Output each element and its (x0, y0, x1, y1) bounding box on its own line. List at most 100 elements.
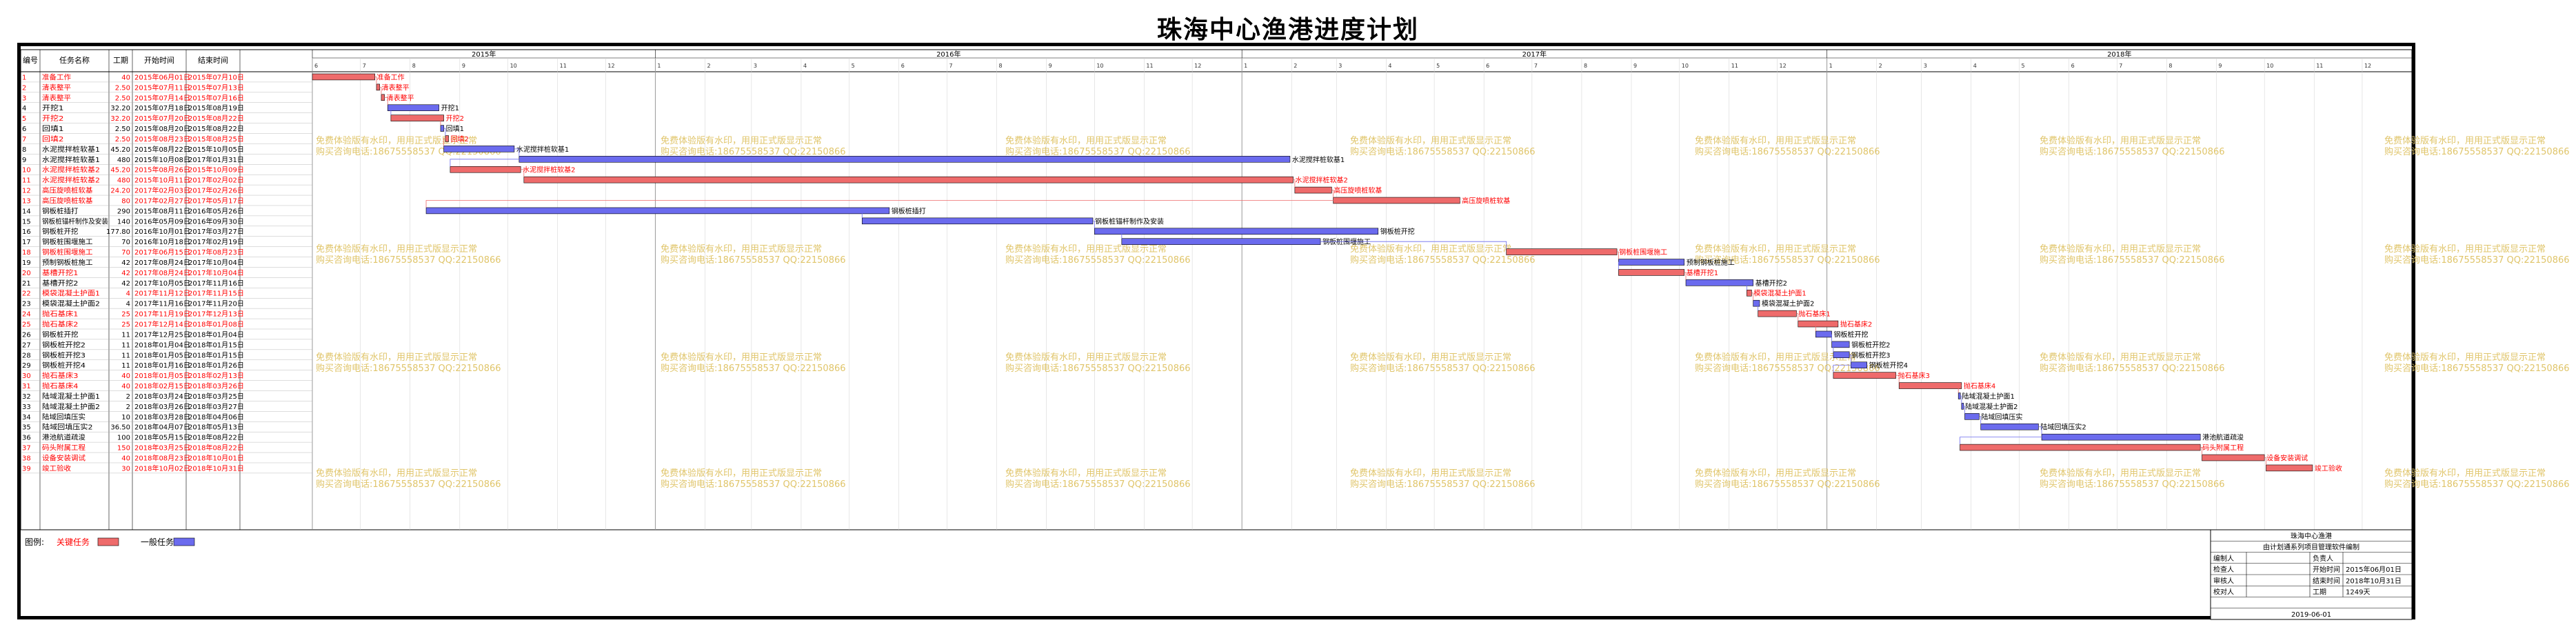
cell-end: 2018年01月15日 (188, 350, 244, 359)
cell-duration: 36.50 (110, 424, 130, 432)
cell-duration: 10 (121, 414, 130, 421)
cell-duration: 480 (117, 157, 130, 164)
watermark-text: 购买咨询电话:18675558537 QQ:22150866 (2040, 146, 2225, 157)
cell-id: 36 (22, 435, 31, 442)
cell-id: 29 (22, 362, 31, 370)
critical-task-bar (2266, 464, 2313, 472)
cell-id: 8 (22, 146, 26, 154)
dependency-arrow (861, 210, 889, 218)
cell-end: 2018年08月22日 (188, 433, 244, 442)
legend: 图例:关键任务一般任务 (25, 537, 195, 547)
cell-start: 2015年08月22日 (134, 145, 190, 154)
cell-id: 30 (22, 372, 31, 380)
bar-label: 钢板桩开挖3 (1851, 350, 1890, 359)
watermark-text: 购买咨询电话:18675558537 QQ:22150866 (1005, 255, 1191, 266)
watermark-text: 购买咨询电话:18675558537 QQ:22150866 (1350, 363, 1536, 374)
watermark-text: 免费体验版有水印，用用正式版显示正常 (1695, 135, 1856, 146)
cell-name: 钢板桩围堰施工 (42, 237, 93, 246)
info-cell: 1249天 (2346, 589, 2370, 597)
cell-end: 2015年08月19日 (188, 103, 244, 112)
cell-start: 2015年08月26日 (134, 166, 190, 175)
cell-duration: 4 (126, 290, 130, 298)
cell-id: 28 (22, 352, 31, 359)
watermark-text: 购买咨询电话:18675558537 QQ:22150866 (316, 479, 501, 490)
month-tick-label: 8 (412, 63, 416, 69)
dependency-arrow (1849, 354, 1851, 362)
cell-end: 2018年10月01日 (188, 453, 244, 462)
cell-id: 18 (22, 249, 31, 257)
column-header-start: 开始时间 (144, 55, 174, 65)
cell-start: 2016年10月01日 (134, 227, 190, 236)
cell-name: 钢板桩围堰施工 (42, 248, 93, 257)
cell-name: 水泥搅拌桩软基1 (42, 145, 100, 154)
watermark-text: 购买咨询电话:18675558537 QQ:22150866 (661, 363, 846, 374)
cell-id: 35 (22, 424, 31, 432)
cell-duration: 45.20 (110, 146, 130, 154)
cell-duration: 42 (121, 270, 130, 277)
cell-start: 2016年05月09日 (134, 217, 190, 226)
watermark-text: 免费体验版有水印，用用正式版显示正常 (1005, 468, 1167, 479)
watermark-text: 购买咨询电话:18675558537 QQ:22150866 (2384, 363, 2570, 374)
watermark-text: 购买咨询电话:18675558537 QQ:22150866 (1005, 363, 1191, 374)
watermark-text: 免费体验版有水印，用用正式版显示正常 (316, 468, 477, 479)
cell-end: 2015年08月25日 (188, 135, 244, 143)
watermark-text: 免费体验版有水印，用用正式版显示正常 (316, 135, 477, 146)
bar-label: 陆域混凝土护面1 (1962, 392, 2015, 401)
watermark-text: 购买咨询电话:18675558537 QQ:22150866 (316, 363, 501, 374)
cell-start: 2018年01月05日 (134, 350, 190, 359)
dependency-arrow (440, 117, 444, 126)
cell-duration: 42 (121, 280, 130, 288)
dependency-arrow (1617, 251, 1619, 259)
bar-label: 钢板桩围堰施工 (1322, 237, 1371, 246)
cell-duration: 2 (126, 393, 130, 401)
cell-name: 钢板桩开挖 (42, 330, 79, 339)
critical-task-bar (1506, 248, 1618, 255)
watermark-text: 免费体验版有水印，用用正式版显示正常 (1005, 244, 1167, 255)
page-title: 珠海中心渔港进度计划 (1156, 15, 1419, 44)
watermark-text: 免费体验版有水印，用用正式版显示正常 (1350, 468, 1511, 479)
legend-label: 图例: (25, 537, 44, 547)
watermark-text: 免费体验版有水印，用用正式版显示正常 (1005, 352, 1167, 363)
cell-start: 2017年11月19日 (134, 310, 190, 319)
cell-name: 基槽开挖2 (42, 279, 79, 288)
watermark-text: 购买咨询电话:18675558537 QQ:22150866 (1695, 146, 1880, 157)
cell-end: 2018年03月27日 (188, 402, 244, 411)
cell-duration: 4 (126, 301, 130, 308)
critical-task-bar (1747, 290, 1752, 297)
cell-name: 准备工作 (42, 72, 71, 81)
cell-id: 37 (22, 445, 31, 453)
bar-label: 抛石基床2 (1840, 320, 1872, 329)
cell-duration: 40 (121, 383, 130, 390)
cell-name: 抛石基床3 (42, 371, 79, 380)
info-cell: 工期 (2313, 588, 2326, 597)
watermark-text: 购买咨询电话:18675558537 QQ:22150866 (661, 146, 846, 157)
cell-id: 10 (22, 167, 31, 175)
cell-duration: 11 (121, 352, 130, 359)
bar-label: 设备安装调试 (2266, 453, 2308, 462)
normal-task-bar (1964, 413, 1980, 420)
watermark-text: 购买咨询电话:18675558537 QQ:22150866 (2040, 479, 2225, 490)
watermark-text: 购买咨询电话:18675558537 QQ:22150866 (1005, 479, 1191, 490)
dependency-arrow (384, 97, 388, 105)
bar-label: 水泥搅拌桩软基1 (516, 145, 569, 154)
cell-name: 预制钢板桩施工 (42, 258, 93, 267)
cell-duration: 2 (126, 404, 130, 411)
cell-id: 38 (22, 455, 31, 462)
critical-task-bar (1618, 269, 1685, 276)
cell-id: 32 (22, 393, 31, 401)
watermark-text: 免费体验版有水印，用用正式版显示正常 (2384, 352, 2546, 363)
month-tick-label: 9 (1049, 63, 1052, 69)
cell-end: 2018年01月04日 (188, 330, 244, 339)
watermark-text: 购买咨询电话:18675558537 QQ:22150866 (2384, 146, 2570, 157)
cell-duration: 25 (121, 311, 130, 319)
cell-start: 2017年08月24日 (134, 258, 190, 267)
cell-duration: 30 (121, 465, 130, 473)
cell-end: 2017年10月04日 (188, 268, 244, 277)
watermark-text: 免费体验版有水印，用用正式版显示正常 (1695, 468, 1856, 479)
info-cell: 结束时间 (2313, 576, 2340, 585)
cell-start: 2018年03月25日 (134, 444, 190, 453)
